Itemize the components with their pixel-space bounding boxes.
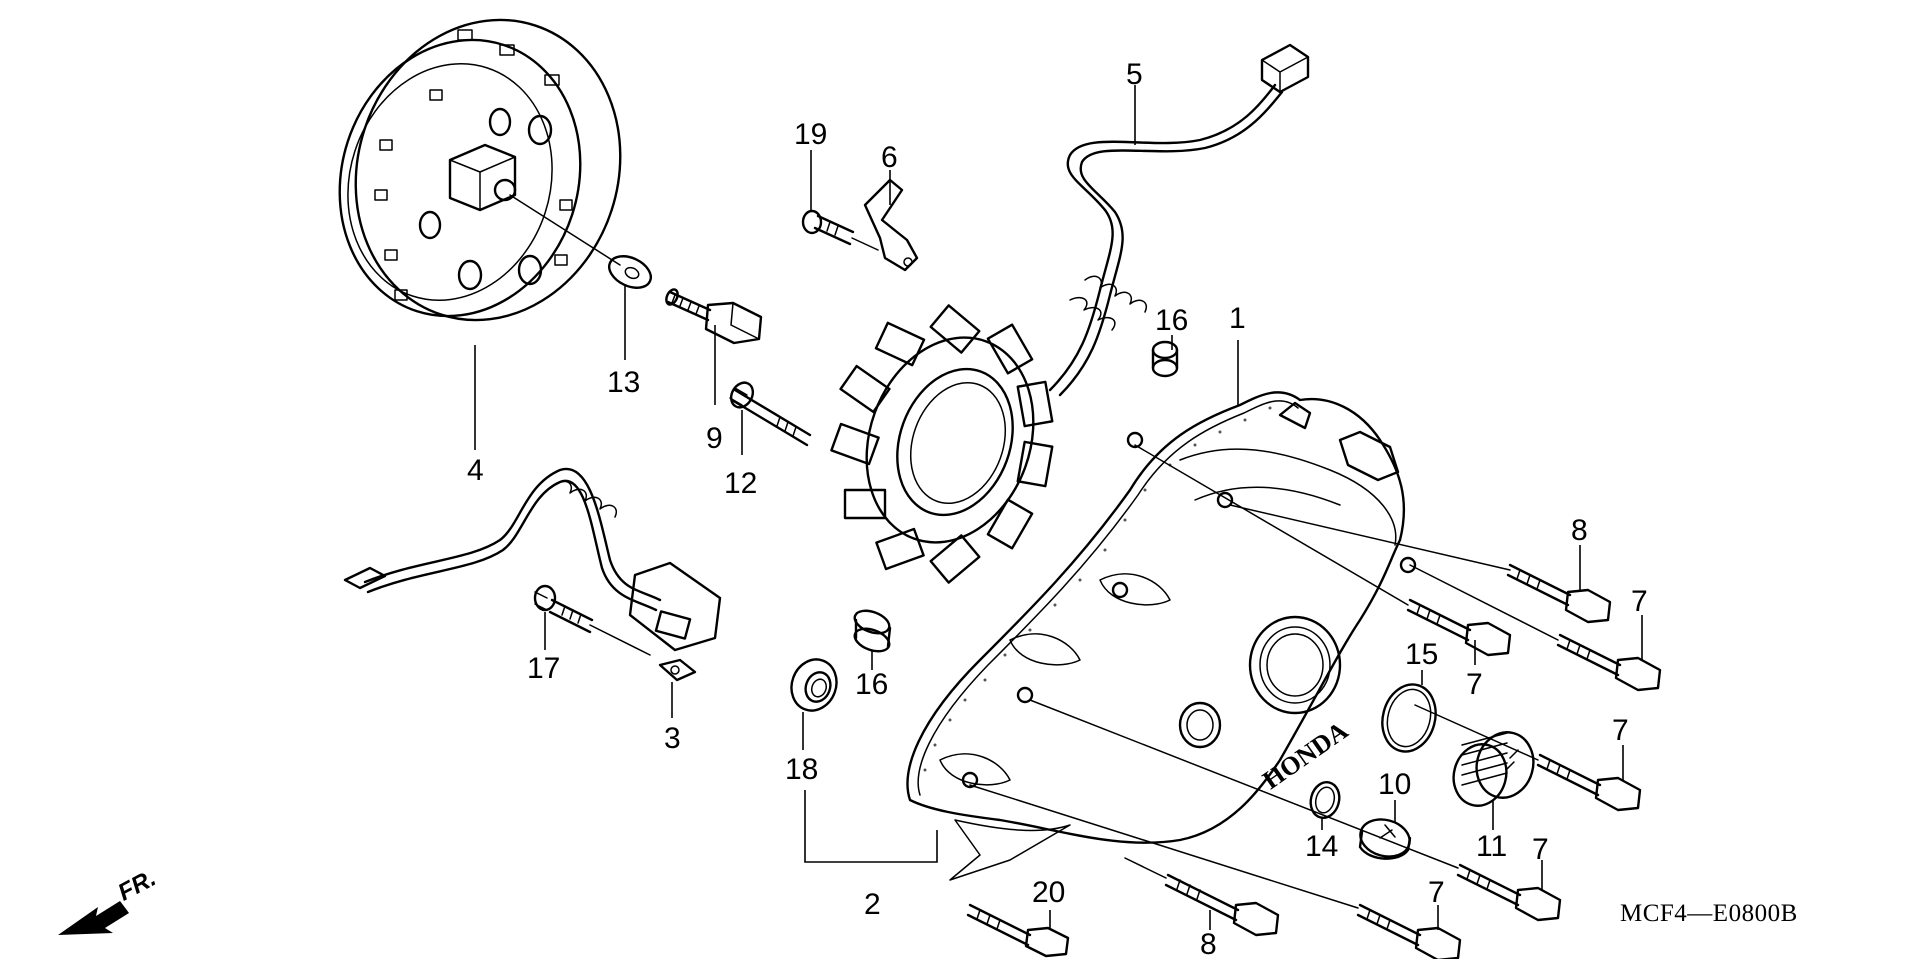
leader-2 (804, 790, 938, 863)
callout-1: 1 (1229, 302, 1246, 335)
callout-13: 13 (607, 366, 641, 399)
callout-5: 5 (1126, 58, 1143, 91)
callout-7-bottom: 7 (1428, 876, 1445, 909)
callout-20: 20 (1032, 876, 1066, 909)
callout-12: 12 (724, 467, 758, 500)
dowel-pin-lower-part (853, 609, 892, 653)
pulse-generator-part (343, 467, 722, 682)
honda-brand-mark: HONDA (1257, 716, 1353, 795)
bearing-part (790, 658, 838, 712)
diagram-code: MCF4—E0800B (1620, 900, 1798, 927)
wire-clip-part (863, 178, 919, 272)
callout-14: 14 (1305, 830, 1339, 863)
callout-8-bottom: 8 (1200, 928, 1217, 961)
bolt-9-part (665, 288, 763, 345)
callout-8-upper: 8 (1571, 514, 1588, 547)
callout-18: 18 (785, 753, 819, 786)
washer-part (608, 255, 652, 289)
callout-16-lower: 16 (855, 668, 889, 701)
callout-10: 10 (1378, 768, 1412, 801)
bolt-17-part (533, 584, 651, 656)
callout-2: 2 (864, 888, 881, 921)
callout-19: 19 (794, 118, 828, 151)
callout-4: 4 (467, 454, 484, 487)
flywheel-part (338, 18, 622, 322)
o-ring-part (1381, 683, 1437, 753)
o-ring-small-part (1309, 781, 1341, 819)
bolt-19-part (801, 209, 879, 251)
cover-bolts (966, 444, 1662, 959)
hole-cap-part (1452, 731, 1535, 807)
callout-9: 9 (706, 422, 723, 455)
callout-7-right: 7 (1631, 585, 1648, 618)
callout-7-mid: 7 (1466, 668, 1483, 701)
dowel-pin-top-part (1151, 340, 1179, 378)
bolt-12-part (729, 381, 812, 447)
front-direction-arrow-icon (58, 901, 129, 935)
callout-15: 15 (1405, 638, 1439, 671)
alternator-cover-part (906, 391, 1417, 881)
callout-11: 11 (1476, 830, 1508, 863)
callout-6: 6 (881, 141, 898, 174)
callout-3: 3 (664, 722, 681, 755)
callout-7-lower-right: 7 (1612, 714, 1629, 747)
callout-16-top: 16 (1155, 304, 1189, 337)
callout-17: 17 (527, 652, 561, 685)
timing-cap-part (1358, 818, 1412, 860)
callout-7-bottom-right: 7 (1532, 833, 1549, 866)
stator-part (830, 43, 1310, 584)
